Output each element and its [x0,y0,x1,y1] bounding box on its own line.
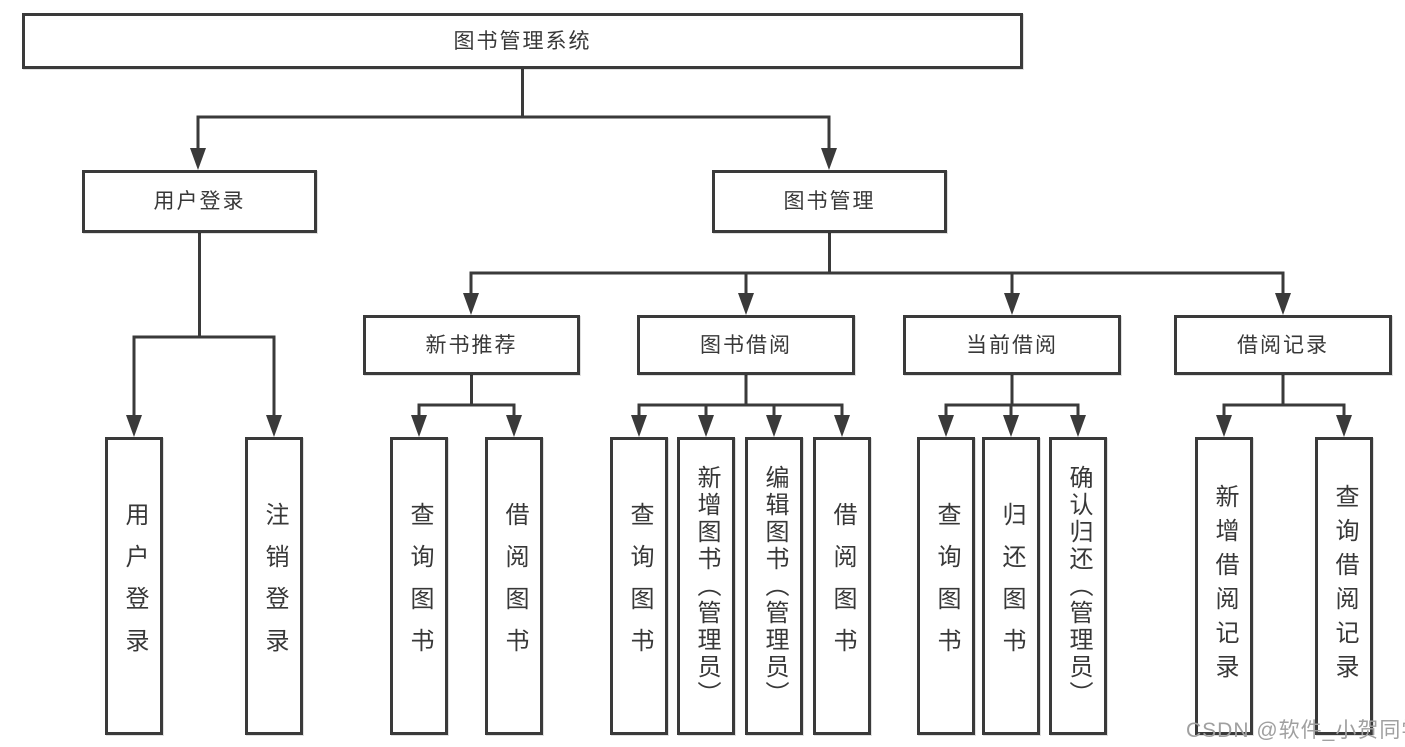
node-root-library-management-system: 图书管理系统 [22,13,1023,69]
leaf-user-login: 用户登录 [105,437,163,735]
leaf-cb-return-book: 归还图书 [982,437,1040,735]
node-user-login: 用户登录 [82,170,317,233]
leaf-bb-borrow-book: 借阅图书 [813,437,871,735]
node-book-borrowing: 图书借阅 [637,315,855,375]
node-current-borrowing: 当前借阅 [903,315,1121,375]
leaf-cb-confirm-return-admin: 确认归还（管理员） [1049,437,1107,735]
leaf-br-add-record: 新增借阅记录 [1195,437,1253,735]
leaf-bb-edit-book-admin: 编辑图书（管理员） [745,437,803,735]
csdn-watermark: CSDN @软件_小贺同学 [1186,719,1405,742]
leaf-cb-query-book: 查询图书 [917,437,975,735]
node-book-management: 图书管理 [712,170,947,233]
node-new-book-recommend: 新书推荐 [363,315,580,375]
leaf-bb-query-book: 查询图书 [610,437,668,735]
leaf-bb-add-book-admin: 新增图书（管理员） [677,437,735,735]
leaf-nbr-borrow-book: 借阅图书 [485,437,543,735]
leaf-nbr-query-book: 查询图书 [390,437,448,735]
node-borrowing-records: 借阅记录 [1174,315,1392,375]
leaf-br-query-record: 查询借阅记录 [1315,437,1373,735]
leaf-logout: 注销登录 [245,437,303,735]
